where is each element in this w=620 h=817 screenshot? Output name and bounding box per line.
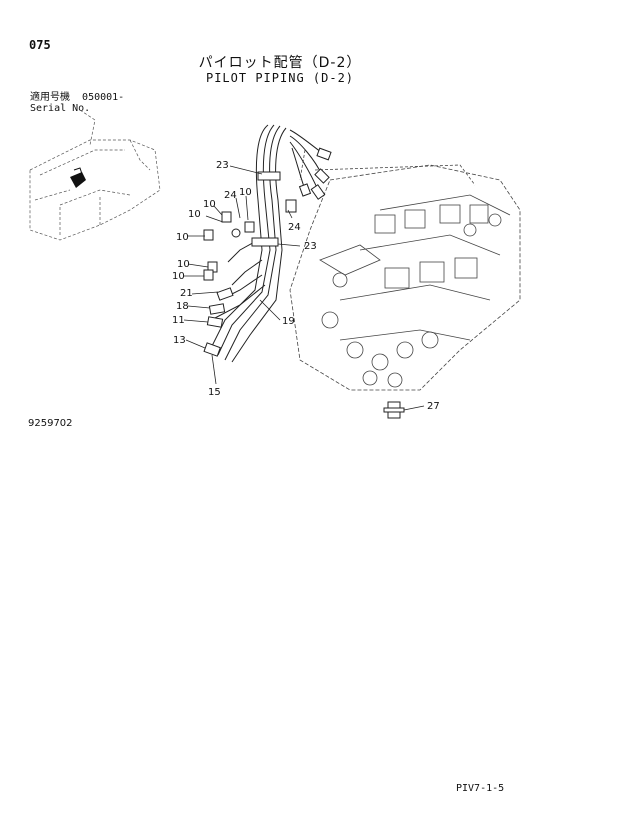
serial-label-en: Serial No. [30,103,91,114]
serial-value: 050001- [82,92,125,103]
callout-27: 27 [427,401,440,412]
callout-21: 21 [180,288,193,299]
callout-23b: 23 [304,241,317,252]
title-japanese: パイロット配管（D-2） [198,55,362,71]
serial-label-jp: 適用号機 [30,92,70,103]
callout-10c: 10 [239,187,252,198]
page-number: 075 [29,38,51,52]
callout-10e: 10 [177,259,190,270]
control-valve [289,149,521,391]
machine-inset [29,109,161,241]
callout-10a: 10 [203,199,216,210]
serial-block: 適用号機 050001- Serial No. [30,92,124,114]
callout-11: 11 [172,315,185,326]
leader-lines [183,165,425,411]
callout-18: 18 [176,301,189,312]
callout-19: 19 [282,316,295,327]
title-english: PILOT PIPING (D-2) [205,71,355,85]
inset-highlight-part [70,167,86,188]
callout-10d: 10 [176,232,189,243]
callout-13: 13 [173,335,186,346]
footer-code: PIV7-1-5 [456,783,505,794]
callout-15: 15 [208,387,221,398]
drawing-number: 9259702 [28,418,73,429]
callout-10f: 10 [172,271,185,282]
callout-10b: 10 [188,209,201,220]
callout-24a: 24 [224,190,237,201]
callout-23a: 23 [216,160,229,171]
pipe-fittings [203,147,405,419]
callout-24b: 24 [288,222,301,233]
